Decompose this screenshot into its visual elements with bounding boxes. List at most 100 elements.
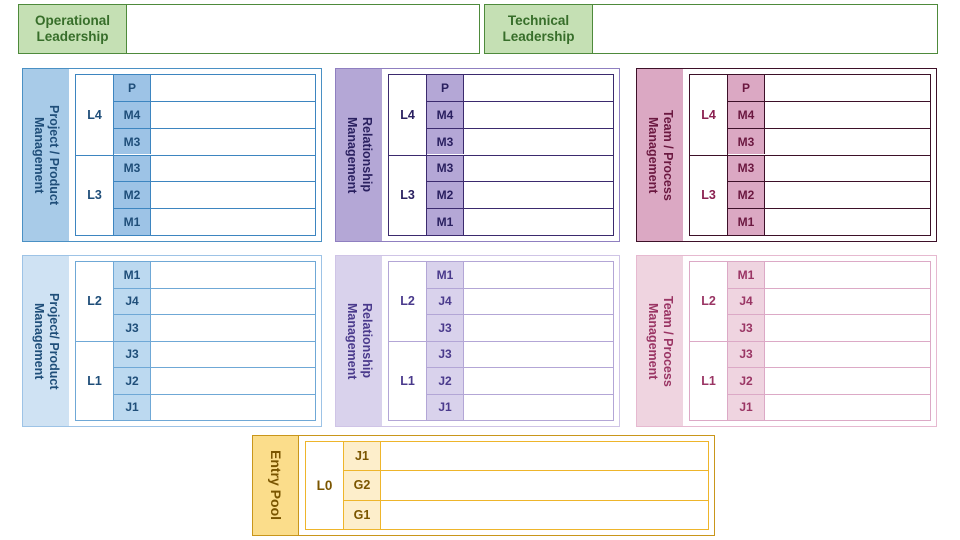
rung-row[interactable]: J3 <box>114 314 315 341</box>
rung-description-cell[interactable] <box>765 394 930 420</box>
rung-code-g1[interactable]: G1 <box>344 500 381 529</box>
rung-code-m2[interactable]: M2 <box>427 182 464 209</box>
rung-description-cell[interactable] <box>464 315 613 341</box>
rung-description-cell[interactable] <box>765 155 930 182</box>
rung-description-cell[interactable] <box>151 288 315 314</box>
rung-description-cell[interactable] <box>151 128 315 155</box>
rung-row[interactable]: M1 <box>728 208 930 235</box>
rung-description-cell[interactable] <box>464 182 613 209</box>
rung-row[interactable]: J1 <box>344 442 708 471</box>
rung-code-j1[interactable]: J1 <box>114 394 151 420</box>
rung-code-m4[interactable]: M4 <box>114 101 151 128</box>
rung-description-cell[interactable] <box>765 341 930 367</box>
rung-code-m1[interactable]: M1 <box>728 209 765 235</box>
rung-code-m1[interactable]: M1 <box>728 262 765 288</box>
rung-description-cell[interactable] <box>151 209 315 235</box>
rung-code-m3[interactable]: M3 <box>427 128 464 155</box>
rung-description-cell[interactable] <box>151 182 315 209</box>
rung-row[interactable]: M3 <box>728 127 930 155</box>
rung-code-j4[interactable]: J4 <box>427 288 464 314</box>
rung-code-m4[interactable]: M4 <box>728 101 765 128</box>
rung-code-j3[interactable]: J3 <box>114 341 151 367</box>
rung-row[interactable]: P <box>728 75 930 101</box>
rung-code-m1[interactable]: M1 <box>114 209 151 235</box>
rung-description-cell[interactable] <box>464 288 613 314</box>
rung-row[interactable]: J2 <box>728 367 930 394</box>
rung-code-m3[interactable]: M3 <box>427 155 464 182</box>
rung-code-g2[interactable]: G2 <box>344 471 381 500</box>
rung-description-cell[interactable] <box>151 315 315 341</box>
rung-code-j3[interactable]: J3 <box>427 315 464 341</box>
rung-description-cell[interactable] <box>151 155 315 182</box>
rung-code-j2[interactable]: J2 <box>114 368 151 394</box>
rung-row[interactable]: J4 <box>427 287 613 314</box>
rung-code-j1[interactable]: J1 <box>728 394 765 420</box>
rung-row[interactable]: J1 <box>427 393 613 420</box>
rung-row[interactable]: M2 <box>114 181 315 209</box>
rung-code-j4[interactable]: J4 <box>114 288 151 314</box>
rung-description-cell[interactable] <box>151 75 315 101</box>
rung-row[interactable]: G2 <box>344 470 708 500</box>
rung-row[interactable]: M4 <box>427 100 613 128</box>
rung-row[interactable]: M2 <box>728 181 930 209</box>
rung-description-cell[interactable] <box>765 288 930 314</box>
rung-row[interactable]: M1 <box>427 262 613 288</box>
rung-row[interactable]: J1 <box>114 393 315 420</box>
rung-description-cell[interactable] <box>381 471 708 500</box>
rung-description-cell[interactable] <box>765 128 930 155</box>
rung-row[interactable]: M3 <box>427 155 613 182</box>
rung-code-j2[interactable]: J2 <box>728 368 765 394</box>
rung-row[interactable]: M1 <box>114 262 315 288</box>
rung-row[interactable]: G1 <box>344 499 708 529</box>
rung-description-cell[interactable] <box>464 75 613 101</box>
rung-description-cell[interactable] <box>765 101 930 128</box>
rung-row[interactable]: M1 <box>427 208 613 235</box>
rung-description-cell[interactable] <box>765 262 930 288</box>
rung-description-cell[interactable] <box>464 368 613 394</box>
rung-description-cell[interactable] <box>464 341 613 367</box>
rung-code-j3[interactable]: J3 <box>728 315 765 341</box>
rung-code-m3[interactable]: M3 <box>728 128 765 155</box>
rung-row[interactable]: P <box>427 75 613 101</box>
rung-code-p[interactable]: P <box>728 75 765 101</box>
rung-row[interactable]: J4 <box>728 287 930 314</box>
rung-description-cell[interactable] <box>381 500 708 529</box>
rung-row[interactable]: M1 <box>114 208 315 235</box>
rung-description-cell[interactable] <box>151 394 315 420</box>
rung-description-cell[interactable] <box>464 209 613 235</box>
rung-description-cell[interactable] <box>151 101 315 128</box>
rung-code-m4[interactable]: M4 <box>427 101 464 128</box>
rung-code-m2[interactable]: M2 <box>114 182 151 209</box>
rung-code-m1[interactable]: M1 <box>114 262 151 288</box>
rung-row[interactable]: M2 <box>427 181 613 209</box>
rung-code-j1[interactable]: J1 <box>427 394 464 420</box>
rung-description-cell[interactable] <box>464 155 613 182</box>
rung-description-cell[interactable] <box>765 368 930 394</box>
rung-row[interactable]: M3 <box>728 155 930 182</box>
rung-code-j2[interactable]: J2 <box>427 368 464 394</box>
rung-code-m1[interactable]: M1 <box>427 209 464 235</box>
rung-row[interactable]: J3 <box>114 341 315 367</box>
rung-code-j3[interactable]: J3 <box>728 341 765 367</box>
rung-description-cell[interactable] <box>151 262 315 288</box>
rung-row[interactable]: J2 <box>114 367 315 394</box>
rung-description-cell[interactable] <box>765 209 930 235</box>
rung-description-cell[interactable] <box>151 341 315 367</box>
rung-row[interactable]: M1 <box>728 262 930 288</box>
rung-description-cell[interactable] <box>381 442 708 471</box>
rung-row[interactable]: M3 <box>114 127 315 155</box>
rung-row[interactable]: M3 <box>427 127 613 155</box>
rung-row[interactable]: M3 <box>114 155 315 182</box>
